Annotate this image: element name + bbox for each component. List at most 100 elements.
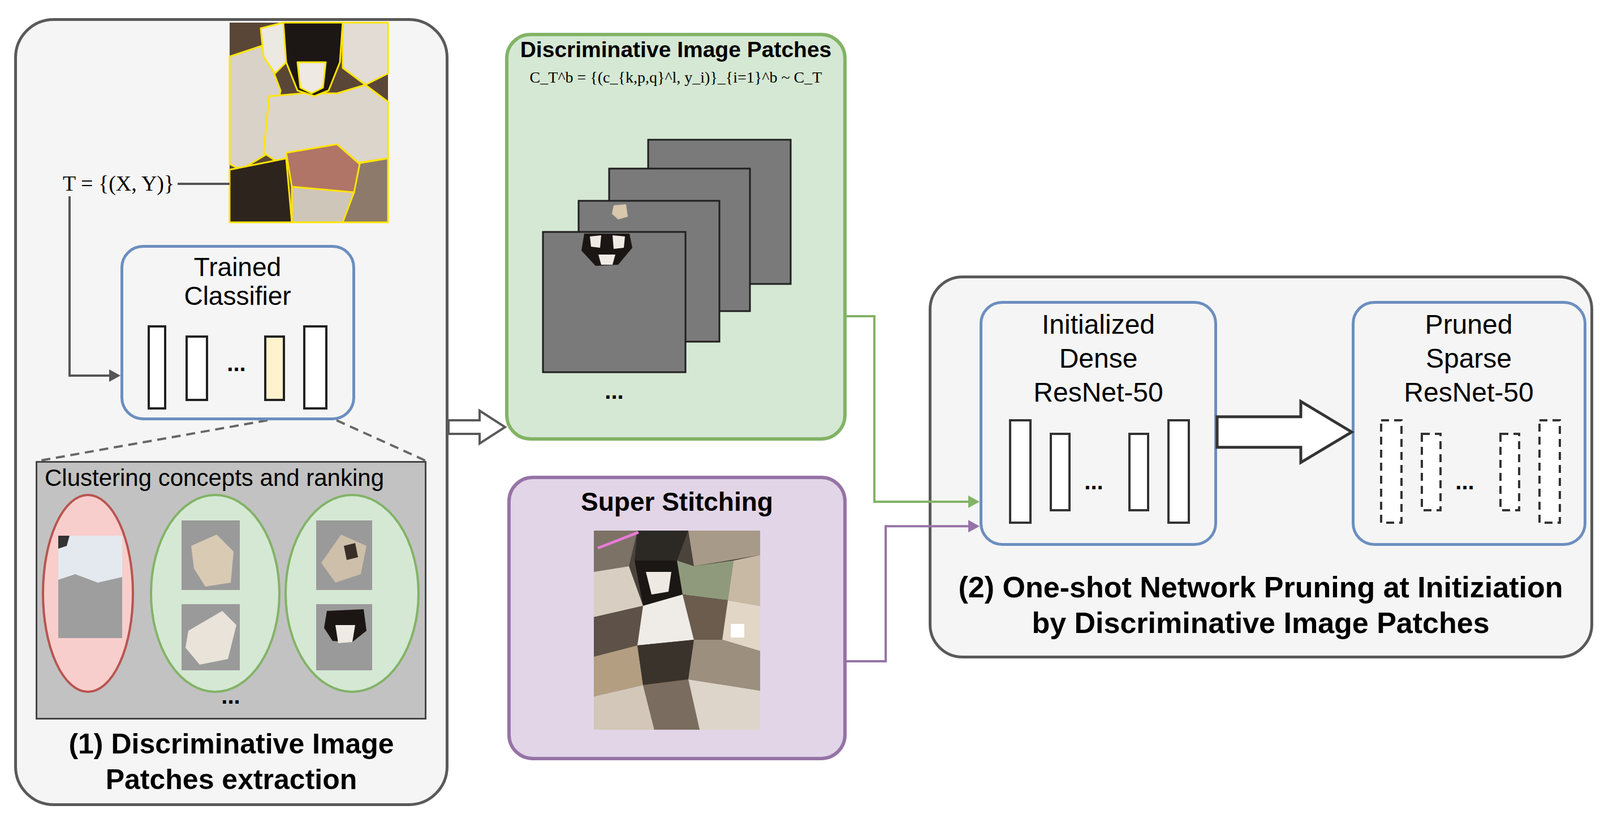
shape	[612, 235, 625, 249]
shape	[229, 158, 292, 223]
ellipsis: ...	[585, 377, 643, 404]
shape	[581, 233, 633, 266]
shape	[58, 535, 70, 549]
shape	[42, 494, 133, 692]
text-slot: Discriminative Image Patches	[511, 37, 840, 63]
shape	[637, 639, 694, 685]
box-title: Trained Classifier	[158, 252, 317, 310]
process-box: Trained Classifier...	[120, 244, 356, 421]
formula: C_T^b = {(c_{k,p,q}^l, y_i)}_{i=1}^b ~ C…	[511, 67, 840, 88]
connector	[448, 410, 506, 444]
process-box: Super Stitching	[507, 475, 847, 761]
shape	[316, 604, 373, 671]
ellipsis: ...	[1065, 468, 1123, 495]
connector-line	[846, 525, 970, 662]
shape	[542, 231, 686, 373]
input-arrowhead	[109, 369, 121, 382]
zoom-line	[336, 420, 427, 461]
text-slot: Pruned Sparse ResNet-50	[1383, 307, 1554, 410]
connector	[846, 316, 980, 508]
text-slot: ...	[585, 377, 643, 404]
data-box: Discriminative Image PatchesC_T^b = {(c_…	[505, 32, 847, 441]
shape	[335, 624, 356, 644]
text-slot: ...	[208, 350, 265, 377]
patch-stack	[505, 32, 847, 441]
shape	[611, 204, 628, 220]
box-title: Initialized Dense ResNet-50	[1013, 307, 1184, 410]
shape	[283, 22, 343, 97]
cluster-illustration	[35, 460, 427, 720]
shape	[342, 22, 388, 85]
text-slot: Initialized Dense ResNet-50	[1013, 307, 1184, 410]
dog-image	[229, 22, 388, 223]
shape	[265, 336, 284, 400]
connector	[1217, 401, 1352, 463]
text-slot: ...	[1436, 468, 1494, 495]
text-slot: (2) One-shot Network Pruning at Initizia…	[943, 569, 1578, 642]
shape	[688, 679, 761, 730]
box-title: Super Stitching	[514, 486, 840, 517]
ellipsis: ...	[1436, 468, 1494, 495]
text-slot: (1) Discriminative Image Patches extract…	[25, 726, 438, 797]
text-slot: Clustering concepts and ranking	[44, 464, 385, 492]
shape	[185, 610, 237, 665]
shape	[598, 254, 616, 265]
shape	[1168, 420, 1189, 523]
shape	[58, 535, 123, 583]
shape	[1500, 433, 1520, 511]
panel: (2) One-shot Network Pruning at Initizia…	[928, 275, 1594, 659]
zoom-line	[37, 420, 268, 461]
arrowhead	[968, 495, 980, 508]
shape	[181, 520, 240, 590]
shape	[682, 594, 728, 640]
shape	[1381, 420, 1402, 523]
arrowhead	[968, 519, 980, 533]
shape	[597, 532, 639, 549]
shape	[589, 235, 602, 248]
shape	[151, 494, 280, 692]
shape	[316, 520, 373, 590]
box-title: Discriminative Image Patches	[511, 37, 840, 63]
text-slot: C_T^b = {(c_{k,p,q}^l, y_i)}_{i=1}^b ~ C…	[511, 67, 840, 88]
math-label: T = {(X, Y)}	[59, 171, 178, 197]
ellipsis: ...	[208, 350, 265, 377]
text-slot: ...	[202, 682, 260, 709]
shape	[304, 326, 327, 409]
shape	[321, 534, 367, 583]
shape	[191, 534, 234, 587]
shape	[1050, 433, 1070, 511]
hollow-arrow	[448, 410, 506, 444]
collage	[507, 475, 847, 761]
shape	[343, 542, 359, 560]
shape	[1010, 420, 1189, 523]
shape	[727, 554, 761, 606]
shape	[148, 326, 166, 409]
panel-title: (1) Discriminative Image Patches extract…	[25, 726, 438, 797]
network-box: Initialized Dense ResNet-50...	[979, 300, 1218, 546]
shape	[593, 530, 761, 730]
shape	[1539, 420, 1560, 523]
cluster-box: Clustering concepts and ranking...	[35, 460, 427, 720]
shape	[634, 530, 689, 561]
shape	[186, 336, 207, 400]
shape	[229, 22, 388, 223]
shape	[645, 571, 672, 595]
panel: (1) Discriminative Image Patches extract…	[14, 18, 449, 806]
box-title: Clustering concepts and ranking	[44, 464, 385, 492]
box-title: Pruned Sparse ResNet-50	[1383, 307, 1554, 410]
shape	[285, 494, 419, 692]
shape	[148, 326, 327, 409]
text-slot: Super Stitching	[514, 486, 840, 517]
ellipsis: ...	[202, 682, 260, 709]
hollow-arrow	[1217, 401, 1352, 463]
text-slot: T = {(X, Y)}	[59, 171, 178, 197]
text-slot: ...	[1065, 468, 1123, 495]
connector	[846, 519, 980, 662]
shape	[1421, 433, 1441, 511]
shape	[1010, 420, 1031, 523]
panel-title: (2) One-shot Network Pruning at Initizia…	[943, 569, 1578, 642]
shape	[1381, 420, 1560, 523]
shape	[181, 604, 240, 671]
